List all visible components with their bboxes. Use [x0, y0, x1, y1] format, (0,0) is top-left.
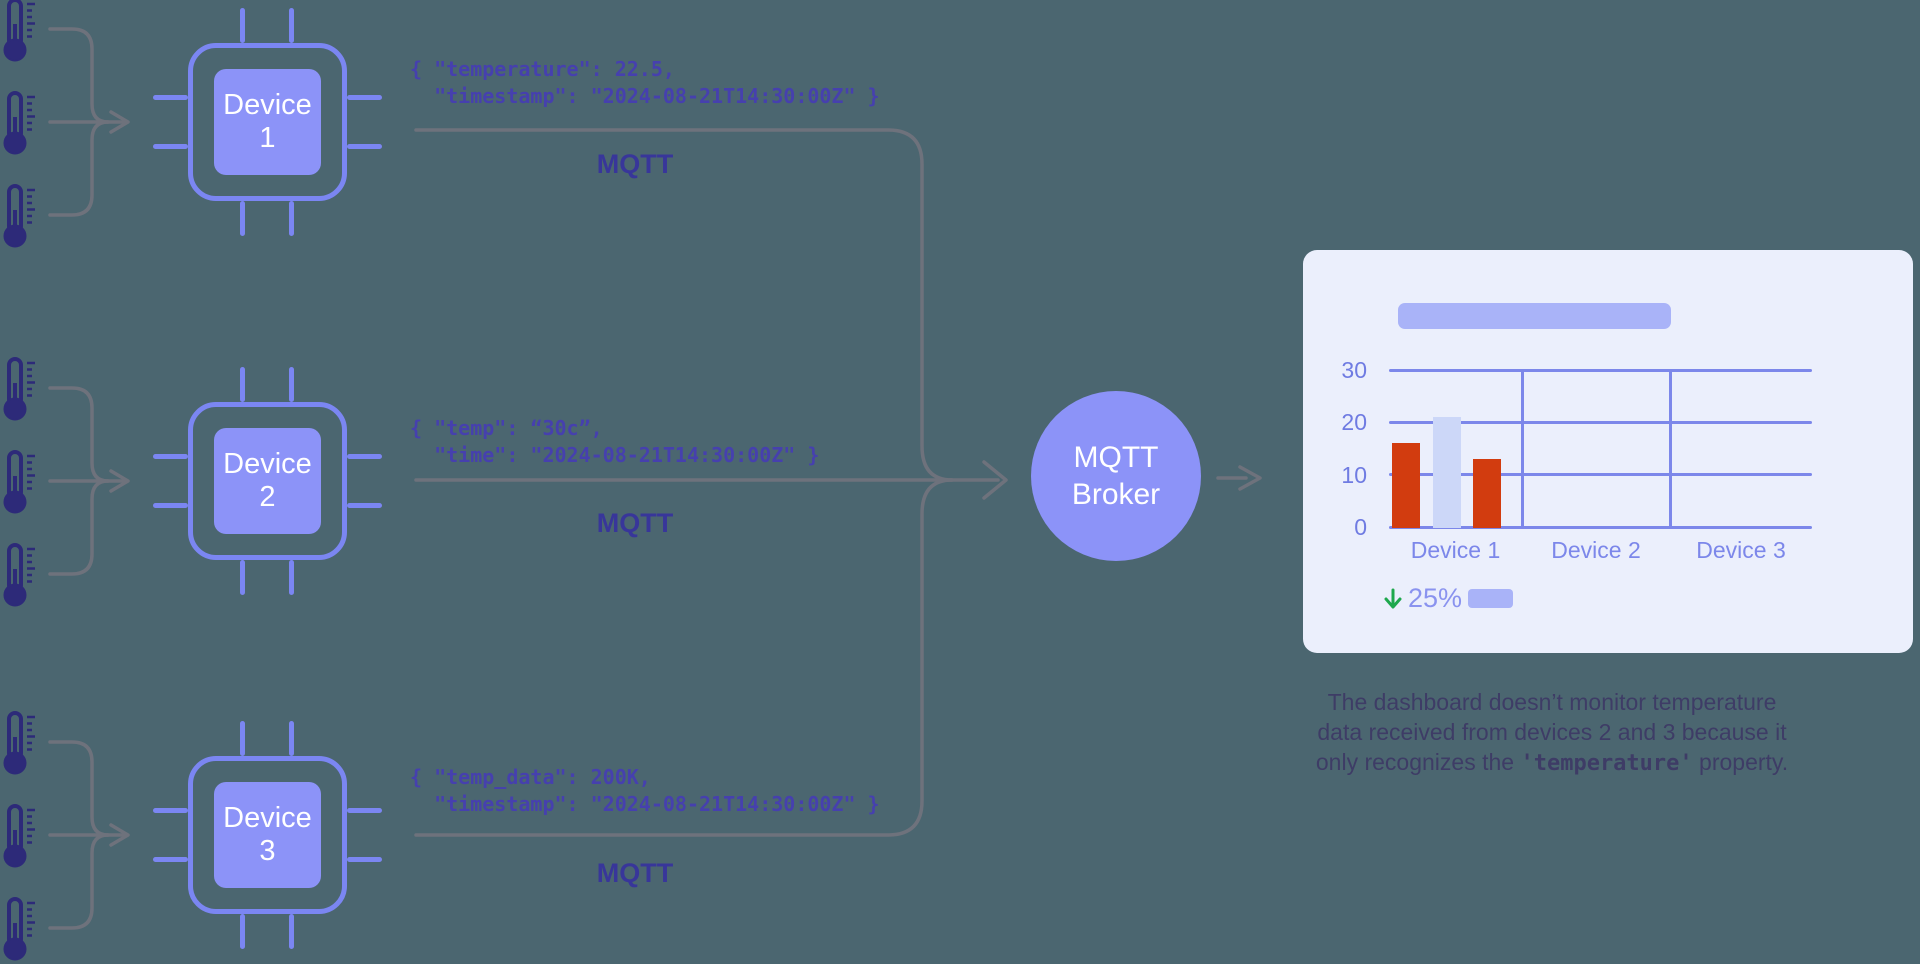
device-3-chip: Device 3 [153, 721, 382, 949]
device-name: Device [223, 448, 312, 480]
chip-pin [347, 503, 382, 508]
device-3-payload: { "temp_data": 200K, "timestamp": "2024-… [410, 764, 880, 818]
payload-line: { "temp": “30c”, [410, 416, 603, 440]
y-axis-tick-label: 10 [1341, 461, 1367, 488]
sensor-merge-arrow-2 [48, 386, 130, 576]
y-axis-tick-label: 0 [1354, 514, 1367, 540]
chip-pin [153, 454, 188, 459]
broker-label-line: MQTT [1073, 441, 1159, 474]
payload-line: "time": "2024-08-21T14:30:00Z" } [410, 443, 820, 467]
device-name: Device [223, 802, 312, 834]
chip-pin [240, 8, 245, 43]
device-1-label: Device 1 [214, 69, 321, 175]
arrow-down-icon [1384, 588, 1402, 608]
device-number: 3 [259, 835, 276, 867]
chip-pin [289, 914, 294, 949]
x-axis-category-label: Device 2 [1551, 537, 1641, 563]
caption-code-property: 'temperature' [1520, 751, 1693, 776]
chip-pin [240, 367, 245, 402]
sensor-merge-arrow-1 [48, 27, 130, 217]
thermometer-icon [3, 0, 35, 62]
x-axis-category-label: Device 3 [1696, 537, 1786, 563]
chip-pin [347, 144, 382, 149]
y-axis-tick-label: 20 [1341, 409, 1367, 436]
thermometer-icon [3, 897, 35, 961]
arrow-head-icon [982, 460, 1008, 500]
protocol-label-2: MQTT [596, 508, 674, 538]
device-number: 1 [259, 122, 276, 154]
chip-pin [347, 95, 382, 100]
caption-line-2: data received from devices 2 and 3 becau… [1317, 719, 1787, 745]
chip-pin [289, 560, 294, 595]
chip-pin [240, 201, 245, 236]
chip-pin [240, 721, 245, 756]
chip-outline [188, 43, 347, 201]
chart-bar [1392, 443, 1420, 529]
chip-pin [289, 367, 294, 402]
chip-outline [188, 402, 347, 560]
gridline [1389, 525, 1812, 529]
chip-pin [240, 560, 245, 595]
chip-pin [289, 201, 294, 236]
gridline [1389, 473, 1812, 477]
y-axis-tick-label: 30 [1341, 357, 1367, 383]
device-number: 2 [259, 481, 276, 513]
stat-placeholder-bar [1468, 589, 1514, 608]
chip-pin [289, 8, 294, 43]
thermometer-icon [3, 91, 35, 155]
payload-line: "timestamp": "2024-08-21T14:30:00Z" } [410, 792, 880, 816]
mqtt-broker-node: MQTT Broker [1031, 391, 1201, 561]
caption-line-3: only recognizes the 'temperature' proper… [1315, 749, 1789, 776]
thermometer-icon [3, 184, 35, 248]
protocol-label-1: MQTT [596, 149, 674, 179]
device-2-label: Device 2 [214, 428, 321, 534]
chip-pin [289, 721, 294, 756]
chip-pin [153, 503, 188, 508]
device-1-payload: { "temperature": 22.5, "timestamp": "202… [410, 56, 880, 110]
caption-line-1: The dashboard doesn’t monitor temperatur… [1327, 689, 1777, 715]
thermometer-icon [3, 450, 35, 514]
chip-outline [188, 756, 347, 914]
gridline [1520, 368, 1524, 529]
chip-pin [240, 914, 245, 949]
thermometer-icon [3, 711, 35, 775]
stat-value: 25% [1408, 583, 1463, 613]
chip-pin [347, 454, 382, 459]
device-name: Device [223, 89, 312, 121]
device-2-chip: Device 2 [153, 367, 382, 595]
thermometer-icon [3, 357, 35, 421]
thermometer-icon [3, 543, 35, 607]
gridline [1389, 368, 1812, 372]
title-placeholder-bar [1398, 303, 1671, 329]
chip-pin [153, 808, 188, 813]
chip-pin [347, 857, 382, 862]
arrow-head-icon [109, 469, 130, 493]
chart-bar [1473, 458, 1501, 529]
payload-line: "timestamp": "2024-08-21T14:30:00Z" } [410, 84, 880, 108]
arrow-head-icon [109, 110, 130, 134]
stat-row: 25% [1382, 583, 1514, 614]
payload-line: { "temp_data": 200K, [410, 765, 651, 789]
device-3-label: Device 3 [214, 782, 321, 888]
chip-pin [153, 95, 188, 100]
arrow-head-icon [1238, 465, 1262, 491]
arrow-head-icon [109, 823, 130, 847]
thermometer-icon [3, 804, 35, 868]
caption-text: The dashboard doesn’t monitor temperatur… [1252, 687, 1852, 779]
device-1-chip: Device 1 [153, 8, 382, 236]
device-2-payload: { "temp": “30c”, "time": "2024-08-21T14:… [410, 415, 819, 469]
x-axis-category-label: Device 1 [1410, 537, 1501, 563]
gridline [1668, 368, 1672, 529]
gridline [1389, 420, 1812, 424]
payload-line: { "temperature": 22.5, [410, 57, 675, 81]
broker-label-line: Broker [1071, 478, 1161, 511]
chip-pin [153, 857, 188, 862]
chip-pin [153, 144, 188, 149]
chart-bar [1432, 417, 1461, 529]
sensor-merge-arrow-3 [48, 740, 130, 930]
protocol-label-3: MQTT [596, 858, 674, 888]
chip-pin [347, 808, 382, 813]
